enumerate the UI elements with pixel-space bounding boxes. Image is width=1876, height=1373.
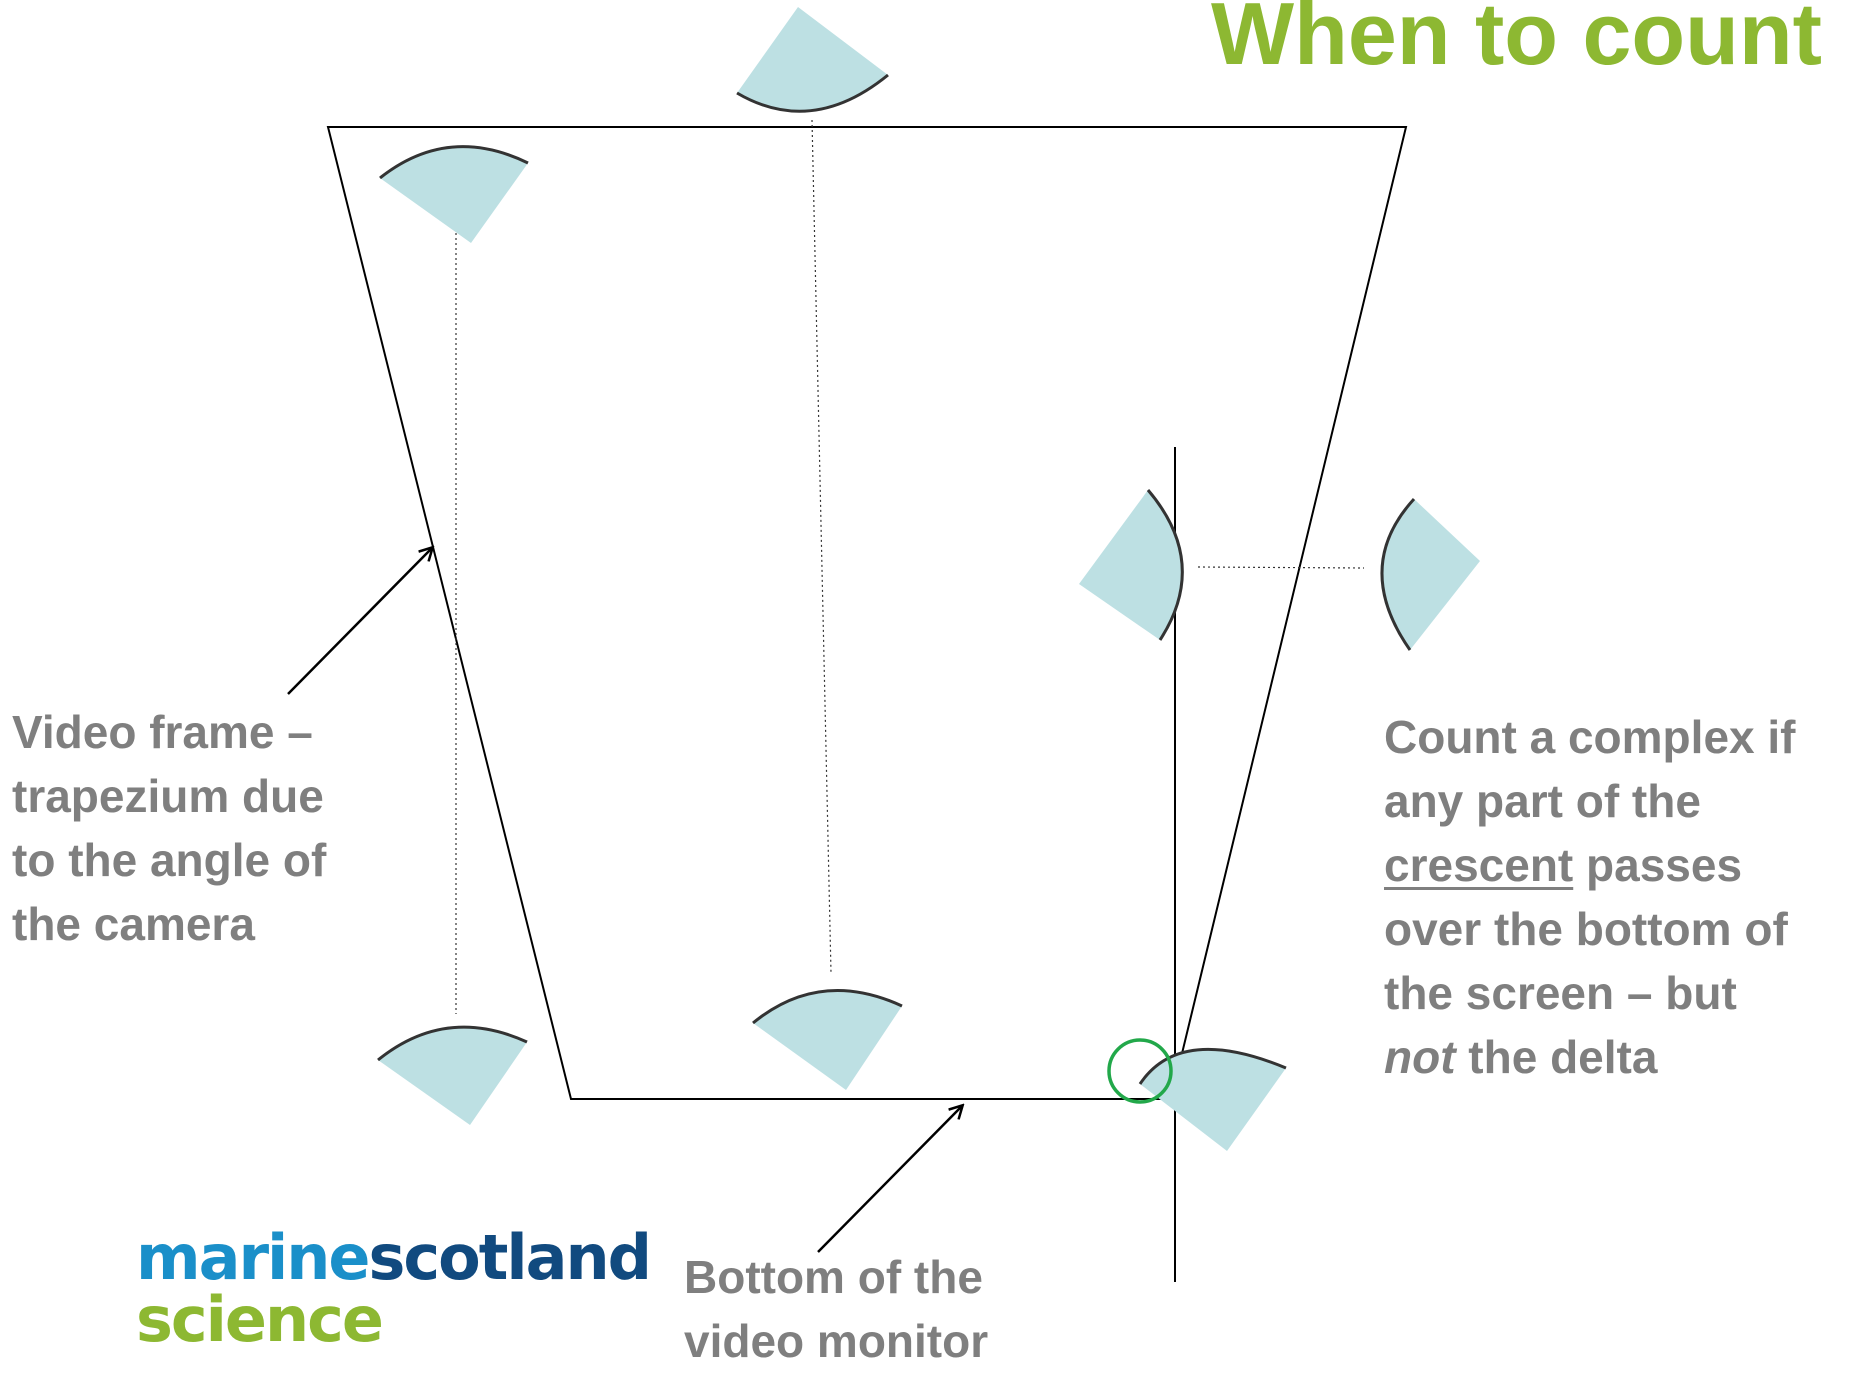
monitor-bottom-label-line: video monitor <box>684 1315 989 1367</box>
count-rule-line: not the delta <box>1384 1025 1795 1089</box>
count-rule-text: the delta <box>1455 1031 1658 1083</box>
video-frame-label-line: Video frame – <box>12 706 313 758</box>
count-rule-text: passes <box>1573 839 1743 891</box>
page-title: When to count <box>1211 0 1822 83</box>
not-emphasis: not <box>1384 1031 1456 1083</box>
complex-outside-right <box>1380 497 1480 651</box>
delta-highlight-circle <box>1107 1038 1173 1104</box>
video-frame-trapezium <box>326 126 1408 1100</box>
video-frame-pointer-arrow <box>287 548 432 695</box>
video-frame-label-line: to the angle of <box>12 834 327 886</box>
logo-word-science: science <box>136 1283 384 1356</box>
count-rule-line: Count a complex if <box>1384 711 1796 763</box>
video-frame-label-line: trapezium due <box>12 770 324 822</box>
complex-bottom-left <box>377 1025 528 1125</box>
video-frame-label-line: the camera <box>12 898 255 950</box>
complex-bottom-centre <box>752 989 903 1090</box>
count-rule-label: Count a complex if any part of the cresc… <box>1384 705 1795 1089</box>
monitor-bottom-pointer-arrow <box>817 1106 962 1253</box>
complex-top-centre <box>736 7 889 113</box>
monitor-bottom-label: Bottom of the video monitor <box>684 1245 988 1373</box>
marine-scotland-science-logo: marinescotland science <box>136 1227 652 1356</box>
count-rule-line: over the bottom of <box>1384 903 1788 955</box>
count-rule-line: any part of the <box>1384 775 1701 827</box>
complex-crossing-line <box>1079 489 1184 641</box>
count-rule-line: crescent passes <box>1384 833 1795 897</box>
trajectory-line-right <box>1197 566 1365 569</box>
crescent-emphasis: crescent <box>1384 839 1574 891</box>
logo-word-scotland: scotland <box>368 1221 651 1294</box>
monitor-bottom-label-line: Bottom of the <box>684 1251 983 1303</box>
complex-top-left <box>379 145 529 243</box>
count-rule-line: the screen – but <box>1384 967 1737 1019</box>
complex-bottom-right-delta <box>1138 1047 1287 1151</box>
trajectory-line-middle <box>811 119 832 974</box>
logo-word-marine: marine <box>136 1221 370 1294</box>
video-frame-label: Video frame – trapezium due to the angle… <box>12 700 326 956</box>
